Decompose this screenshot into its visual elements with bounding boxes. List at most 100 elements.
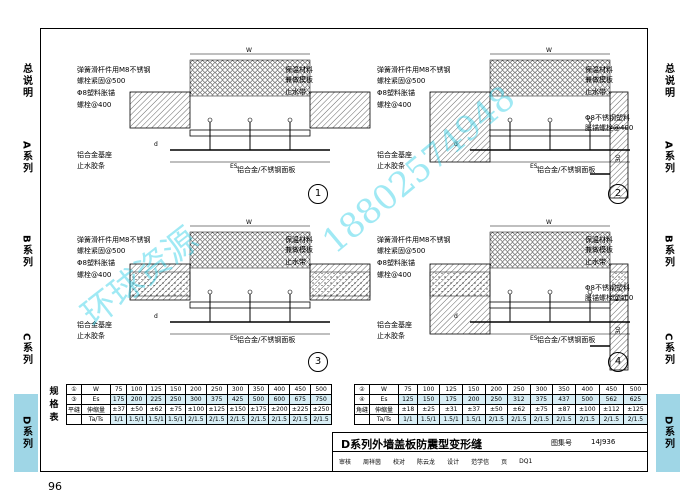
callout-label: 弹簧滑杆件用M8不锈钢 xyxy=(77,236,151,244)
atlas-number: 14J936 xyxy=(591,438,616,446)
callout-label: 螺栓@400 xyxy=(377,101,412,109)
callout-label: 止水带 xyxy=(585,88,606,96)
table-cell: 300 xyxy=(184,394,207,405)
callout-label: 螺栓@400 xyxy=(377,271,412,279)
table-cell: 100 xyxy=(126,384,147,395)
bolt-head xyxy=(247,289,253,295)
callout-label: 胀锚螺栓@400 xyxy=(585,124,634,132)
insulation-layer xyxy=(609,271,629,297)
bolt-head xyxy=(547,117,553,123)
table-cell: 300 xyxy=(226,384,249,395)
series-tag: 平缝 xyxy=(66,404,82,415)
callout-label: 弹簧滑杆件用M8不锈钢 xyxy=(77,66,151,74)
table-cell: 1.5/1 xyxy=(439,414,463,425)
table-cell: 1/1 xyxy=(109,414,128,425)
series-tab[interactable]: 总说明 xyxy=(656,42,680,121)
series-tab[interactable]: 总说明 xyxy=(14,42,38,121)
table-cell: 437 xyxy=(552,394,576,405)
series-tab[interactable]: D系列 xyxy=(14,394,38,473)
dimension-es-label: ES xyxy=(530,335,538,342)
series-tab[interactable]: A系列 xyxy=(14,128,38,189)
callout-label: 铝合金/不锈钢面板 xyxy=(237,336,296,344)
callout-label: 止水带 xyxy=(285,258,306,266)
table-cell: ±150 xyxy=(226,404,249,415)
table-cell: 250 xyxy=(165,394,186,405)
table-cell: ±125 xyxy=(622,404,649,415)
table-cell: 2/1.5 xyxy=(598,414,624,425)
sign-field: 页 xyxy=(501,459,508,466)
callout-label: 螺栓紧固@500 xyxy=(377,77,426,85)
table-cell: 600 xyxy=(268,394,291,405)
bolt-head xyxy=(287,117,293,123)
series-tag: ② xyxy=(354,384,370,395)
table-cell: 425 xyxy=(226,394,249,405)
table-cell: 1.5/1 xyxy=(165,414,186,425)
series-tab[interactable]: D系列 xyxy=(656,394,680,473)
series-tab[interactable]: A系列 xyxy=(656,128,680,189)
series-tab[interactable]: B系列 xyxy=(14,206,38,299)
table-cell: 200 xyxy=(484,384,509,395)
table-cell: 375 xyxy=(205,394,228,405)
table-cell: 250 xyxy=(484,394,509,405)
bolt-head xyxy=(247,117,253,123)
spec-table-heading: 规格表 xyxy=(49,387,59,423)
callout-label: 螺栓紧固@500 xyxy=(377,247,426,255)
table-cell: ±75 xyxy=(529,404,554,415)
detail-number-circle: 1 xyxy=(308,184,328,204)
callout-label: 止水胶条 xyxy=(377,332,405,340)
insulation-layer xyxy=(429,271,491,297)
table-cell: ±50 xyxy=(126,404,147,415)
dimension-d-label: d xyxy=(454,313,458,320)
series-tag: ③ xyxy=(66,394,82,405)
table-cell: 1/1 xyxy=(398,414,418,425)
table-cell: 200 xyxy=(184,384,207,395)
table-cell: ±25 xyxy=(416,404,441,415)
table-cell: 2/1.5 xyxy=(507,414,531,425)
table-cell: 500 xyxy=(622,384,649,395)
series-tag: 角缝 xyxy=(354,404,370,415)
insulation-layer xyxy=(129,271,191,297)
series-tab[interactable]: C系列 xyxy=(14,306,38,395)
table-cell: 2/1.5 xyxy=(268,414,291,425)
table-cell: ±87 xyxy=(552,404,576,415)
bolt-head xyxy=(207,289,213,295)
series-tab[interactable]: C系列 xyxy=(656,306,680,395)
table-row: 平缝伸缩量±37±50±62±75±100±125±150±175±200±22… xyxy=(40,404,332,415)
callout-label: Φ8塑料胀锚 xyxy=(377,259,415,267)
series-tab[interactable]: B系列 xyxy=(656,206,680,299)
sign-field: 审核 xyxy=(339,459,352,466)
bolt-head xyxy=(507,289,513,295)
dimension-d-label: d xyxy=(154,141,158,148)
table-cell: 2/1.5 xyxy=(184,414,207,425)
row-header: Es xyxy=(369,394,399,405)
table-cell: 1.5/1 xyxy=(126,414,147,425)
table-row: 角缝伸缩量±18±25±31±37±50±62±75±87±100±112±12… xyxy=(354,404,649,415)
table-cell: ±225 xyxy=(289,404,312,415)
series-tag xyxy=(354,414,370,425)
callout-label: 止水带 xyxy=(285,88,306,96)
bolt-head xyxy=(507,117,513,123)
table-cell: 250 xyxy=(507,384,531,395)
dimension-d-label: d xyxy=(454,141,458,148)
insulation-hatch xyxy=(489,59,611,97)
table-cell: 2/1.5 xyxy=(552,414,576,425)
dimension-w-label: W xyxy=(546,219,552,226)
insulation-hatch xyxy=(189,59,311,97)
callout-label: 铝合金基座 xyxy=(77,321,112,329)
callout-label: 螺栓@400 xyxy=(77,101,112,109)
callout-label: 铝合金/不锈钢面板 xyxy=(537,166,596,174)
table-cell: 225 xyxy=(145,394,167,405)
table-cell: 562 xyxy=(598,394,624,405)
callout-label: 螺栓@400 xyxy=(77,271,112,279)
sign-field: 陈云龙 xyxy=(417,459,436,466)
table-cell: 350 xyxy=(247,384,270,395)
title-block: D系列外墙盖板防震型变形缝 图集号 14J936 xyxy=(332,432,648,452)
sign-field: 校对 xyxy=(393,459,406,466)
table-cell: 2/1.5 xyxy=(247,414,270,425)
table-cell: ±100 xyxy=(574,404,600,415)
